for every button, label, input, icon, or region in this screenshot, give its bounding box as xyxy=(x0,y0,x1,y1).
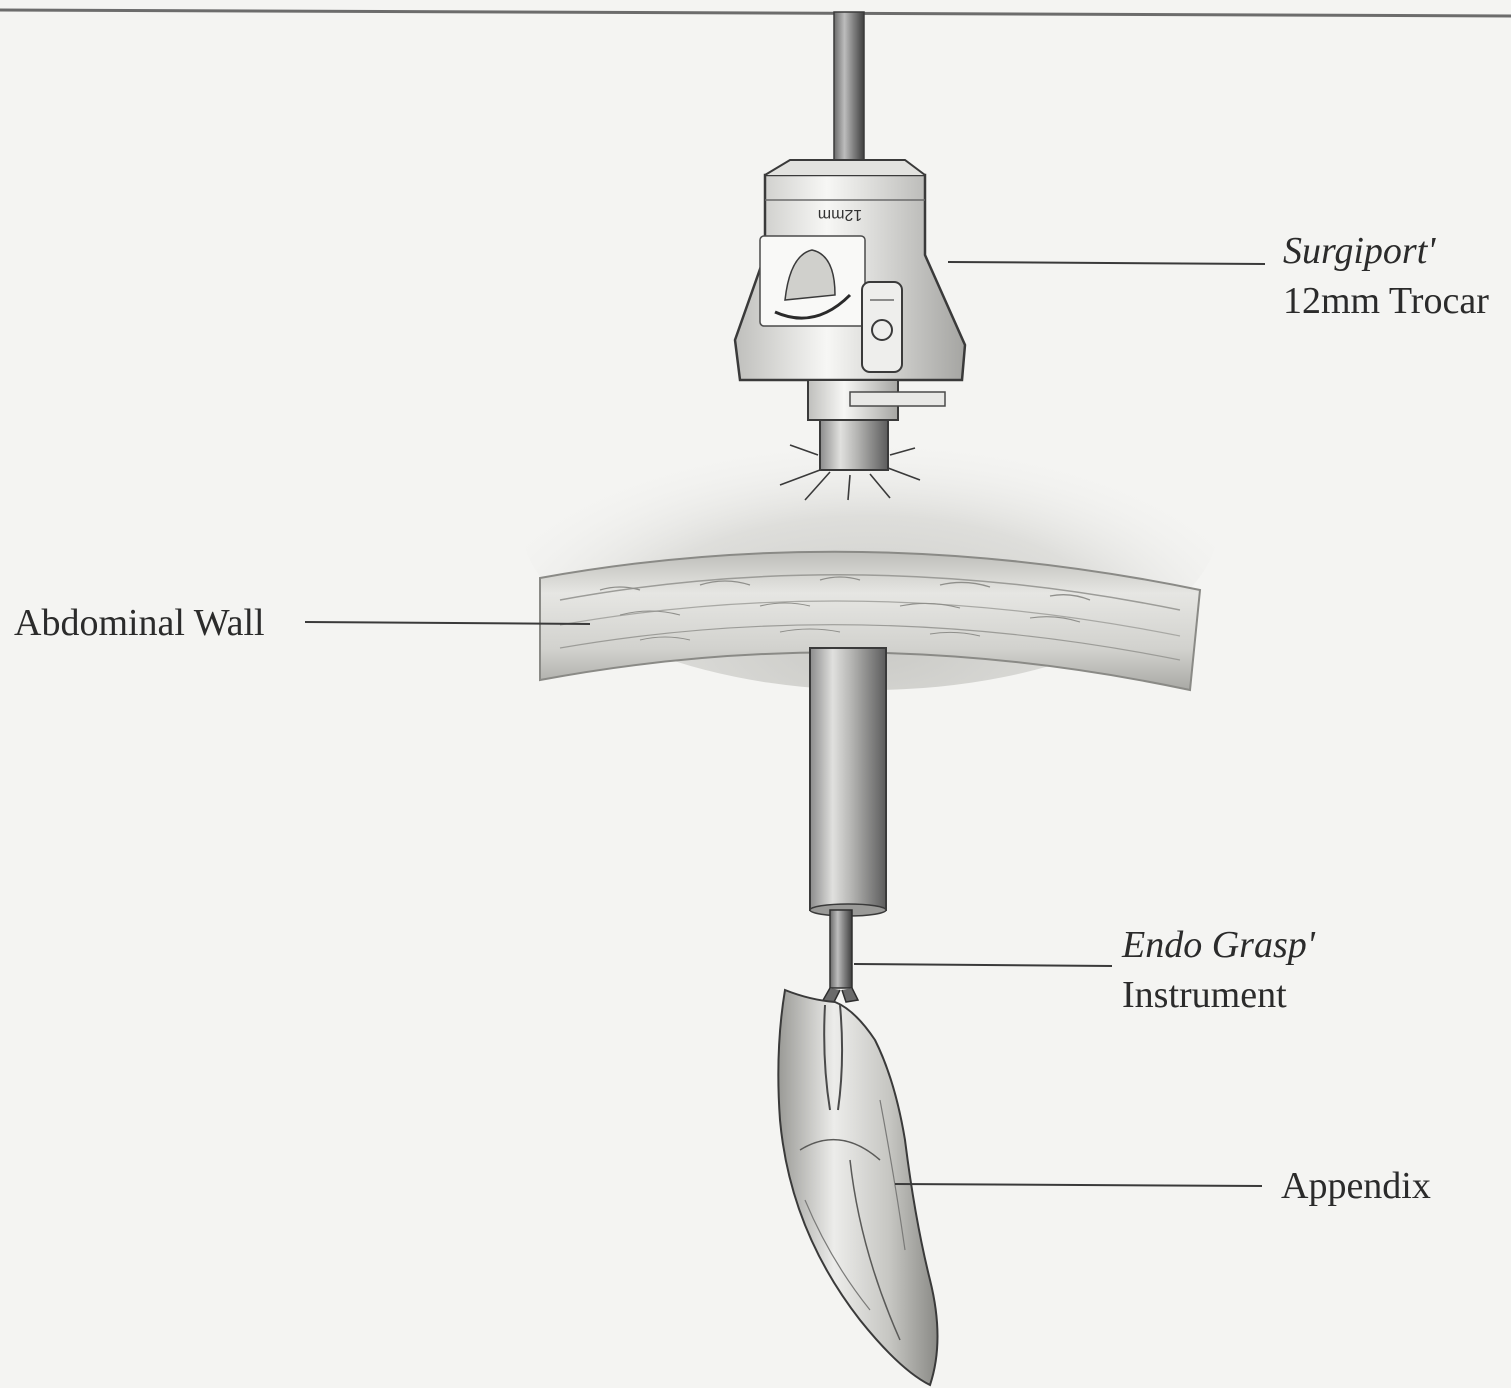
cannula xyxy=(810,648,886,910)
trocar-housing xyxy=(735,160,965,380)
trocar-label: Surgiport' 12mm Trocar xyxy=(1283,226,1489,326)
appendix xyxy=(778,990,937,1385)
trocar-label-brand: Surgiport' xyxy=(1283,226,1489,276)
grasp-label: Endo Grasp' Instrument xyxy=(1122,920,1315,1020)
grasp-leader-line xyxy=(854,964,1112,966)
appendix-leader-line xyxy=(895,1184,1262,1186)
top-border xyxy=(0,10,1511,16)
trocar-marking: 12mm xyxy=(818,206,862,223)
grasp-label-brand: Endo Grasp' xyxy=(1122,920,1315,970)
grasp-label-desc: Instrument xyxy=(1122,970,1315,1020)
grasper-jaws xyxy=(822,988,858,1002)
abdominal-wall-label: Abdominal Wall xyxy=(14,598,265,648)
trocar-leader-line xyxy=(948,262,1265,264)
grasper-shaft xyxy=(830,910,852,988)
trocar-label-desc: 12mm Trocar xyxy=(1283,276,1489,326)
appendix-label: Appendix xyxy=(1281,1161,1431,1211)
